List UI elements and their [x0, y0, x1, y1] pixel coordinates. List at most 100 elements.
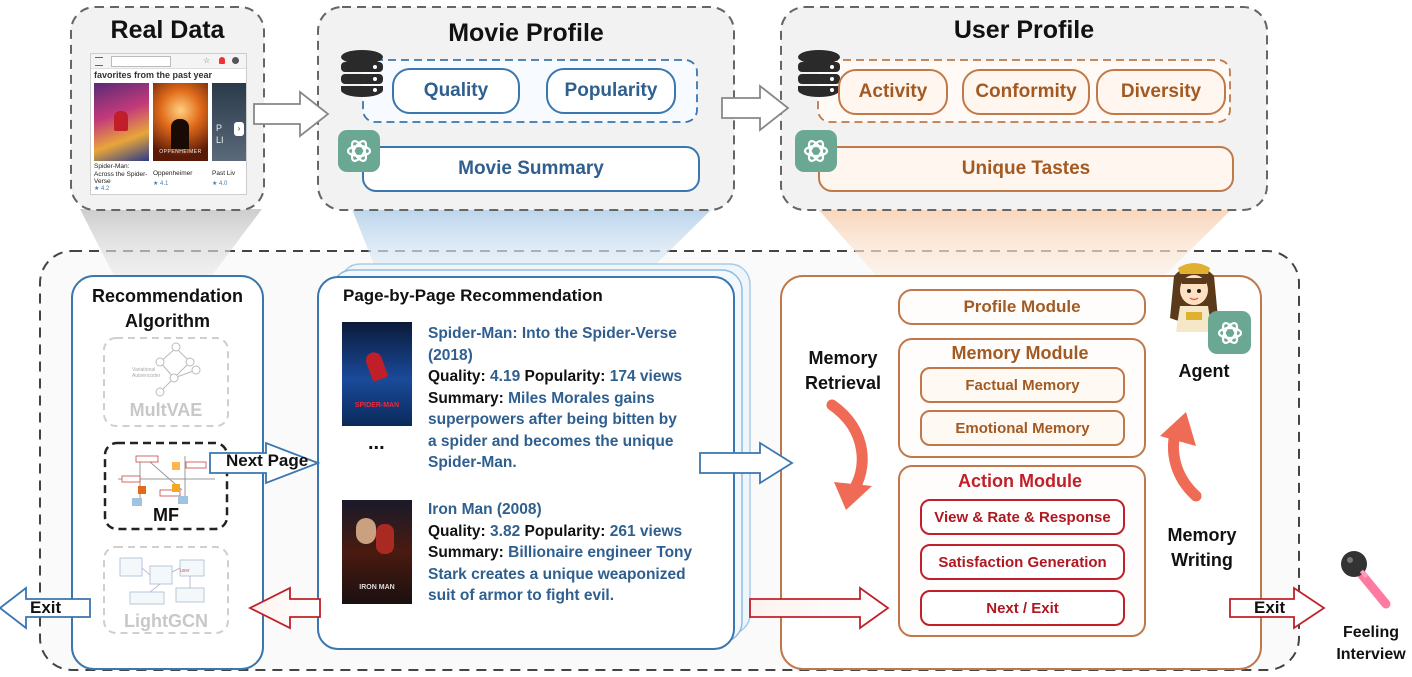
- movie-rating-1-value: 4.2: [101, 186, 110, 192]
- action-module-title: Action Module: [958, 471, 1082, 491]
- svg-text:Variational: Variational: [132, 367, 155, 373]
- poster-oppenheimer: OPPENHEIMER: [153, 83, 208, 161]
- user-icon: [232, 57, 239, 64]
- poster-letter-l: LI: [216, 135, 224, 145]
- oppenheimer-poster-text: OPPENHEIMER: [159, 149, 202, 155]
- ironman-suit: [376, 524, 394, 554]
- ellipsis: ...: [368, 432, 385, 454]
- quality-label: Quality:: [428, 522, 486, 540]
- screenshot-toolbar: ☆: [91, 54, 246, 69]
- profile-module: Profile Module: [898, 289, 1146, 325]
- movie-profile-title: Movie Profile: [448, 19, 604, 47]
- view-rate-response: View & Rate & Response: [920, 499, 1125, 535]
- memory-retrieval-line1: Memory: [808, 348, 878, 368]
- chatgpt-icon: [338, 130, 380, 172]
- screenshot-caption: favorites from the past year: [94, 70, 213, 80]
- mf-label: MF: [153, 505, 179, 525]
- next-page-label: Next Page: [226, 451, 309, 470]
- activity-pill: Activity: [838, 69, 948, 115]
- movie-stats: Quality: 3.82 Popularity: 261 views: [428, 521, 692, 543]
- quality-pill: Quality: [392, 68, 520, 114]
- movie-title-line1: Iron Man (2008): [428, 501, 542, 518]
- carousel-next-icon: ›: [234, 122, 244, 136]
- svg-text:user: user: [180, 568, 190, 574]
- quality-value: 4.19: [490, 368, 521, 385]
- memory-retrieval-line2: Retrieval: [804, 373, 882, 393]
- search-input: [111, 56, 171, 67]
- summary-label: Summary:: [428, 544, 504, 561]
- popularity-value: 174 views: [609, 368, 683, 385]
- summary-line2: superpowers after being bitten by: [428, 411, 677, 428]
- summary-text: Billionaire engineer Tony: [508, 544, 693, 561]
- conformity-pill: Conformity: [962, 69, 1090, 115]
- memory-writing-line2: Writing: [1171, 550, 1233, 570]
- menu-icon: [95, 57, 103, 66]
- movie-title-line1: Spider-Man: Into the Spider-Verse: [428, 325, 677, 342]
- user-profile-title: User Profile: [953, 16, 1095, 44]
- diversity-pill: Diversity: [1096, 69, 1226, 115]
- emotional-memory: Emotional Memory: [920, 410, 1125, 446]
- oppenheimer-figure: [171, 119, 189, 149]
- movie-rating-2: ★ 4.1: [153, 181, 169, 187]
- satisfaction-generation: Satisfaction Generation: [920, 544, 1125, 580]
- unique-tastes-pill: Unique Tastes: [818, 146, 1234, 192]
- spiderman-poster-title: SPIDER-MAN: [354, 402, 400, 409]
- movie-card-spiderman: Spider-Man: Into the Spider-Verse (2018)…: [428, 323, 682, 474]
- page-rec-title: Page-by-Page Recommendation: [343, 286, 603, 305]
- memory-writing-line1: Memory: [1167, 525, 1237, 545]
- popularity-pill: Popularity: [546, 68, 676, 114]
- agent-label: Agent: [1178, 361, 1230, 381]
- summary-line1: Summary: Miles Morales gains: [428, 388, 682, 410]
- chatgpt-icon: [1208, 311, 1251, 354]
- next-exit: Next / Exit: [920, 590, 1125, 626]
- movie-caption-1: Spider-Man: Across the Spider-Verse: [94, 163, 148, 185]
- poster-spiderman: SPIDER-MAN: [342, 322, 412, 426]
- chatgpt-icon: [795, 130, 837, 172]
- summary-label: Summary:: [428, 389, 504, 407]
- ironman-poster-title: IRON MAN: [359, 584, 395, 591]
- spider-figure: [114, 111, 128, 131]
- movie-card-ironman: Iron Man (2008) Quality: 3.82 Popularity…: [428, 499, 692, 607]
- bell-icon: [219, 57, 225, 64]
- database-icon: [798, 50, 840, 97]
- movie-rating-3: ★ 4.0: [212, 181, 228, 187]
- ironman-face: [356, 518, 376, 544]
- multvae-label: MultVAE: [129, 400, 203, 420]
- rec-algorithm-title-line1: Recommendation: [91, 286, 244, 306]
- exit-arrow-left: [0, 586, 91, 630]
- star-icon: ☆: [203, 56, 211, 65]
- poster-ironman: IRON MAN: [342, 500, 412, 604]
- movie-caption-2: Oppenheimer: [153, 170, 193, 177]
- summary-line1: Summary: Billionaire engineer Tony: [428, 542, 692, 564]
- summary-text: Miles Morales gains: [508, 389, 655, 407]
- feeling-line1: Feeling: [1342, 624, 1399, 641]
- summary-line2: Stark creates a unique weaponized: [428, 565, 686, 583]
- popularity-label: Popularity:: [524, 368, 606, 385]
- lightgcn-label: LightGCN: [124, 611, 208, 631]
- cone-movie-profile: [352, 209, 712, 280]
- poster-letter-p: P: [216, 123, 223, 133]
- database-icon: [341, 50, 383, 97]
- cone-user-profile: [818, 209, 1232, 280]
- cone-real-data: [80, 209, 262, 278]
- movie-summary-pill: Movie Summary: [362, 146, 700, 192]
- summary-line3: suit of armor to fight evil.: [428, 587, 615, 604]
- popularity-label: Popularity:: [524, 522, 606, 540]
- quality-label: Quality:: [428, 368, 486, 385]
- movie-rating-2-value: 4.1: [160, 181, 169, 187]
- feeling-line2: Interview: [1336, 646, 1406, 663]
- real-data-screenshot: ☆ favorites from the past year OPPENHEIM…: [90, 53, 247, 195]
- exit-arrow-right: [1229, 586, 1326, 630]
- exit-label-right: Exit: [1254, 598, 1286, 617]
- movie-title-line2: (2018): [428, 346, 473, 364]
- agent-avatar: [1170, 263, 1218, 332]
- summary-line4: Spider-Man.: [428, 454, 517, 471]
- exit-label-left: Exit: [30, 598, 62, 617]
- popularity-value: 261 views: [609, 522, 683, 540]
- movie-caption-3: Past Liv: [212, 170, 236, 177]
- summary-line3: a spider and becomes the unique: [428, 432, 674, 450]
- poster-spiderman-across: [94, 83, 149, 161]
- quality-value: 3.82: [490, 522, 521, 540]
- movie-rating-1: ★ 4.2: [94, 186, 110, 192]
- real-data-title: Real Data: [110, 16, 225, 44]
